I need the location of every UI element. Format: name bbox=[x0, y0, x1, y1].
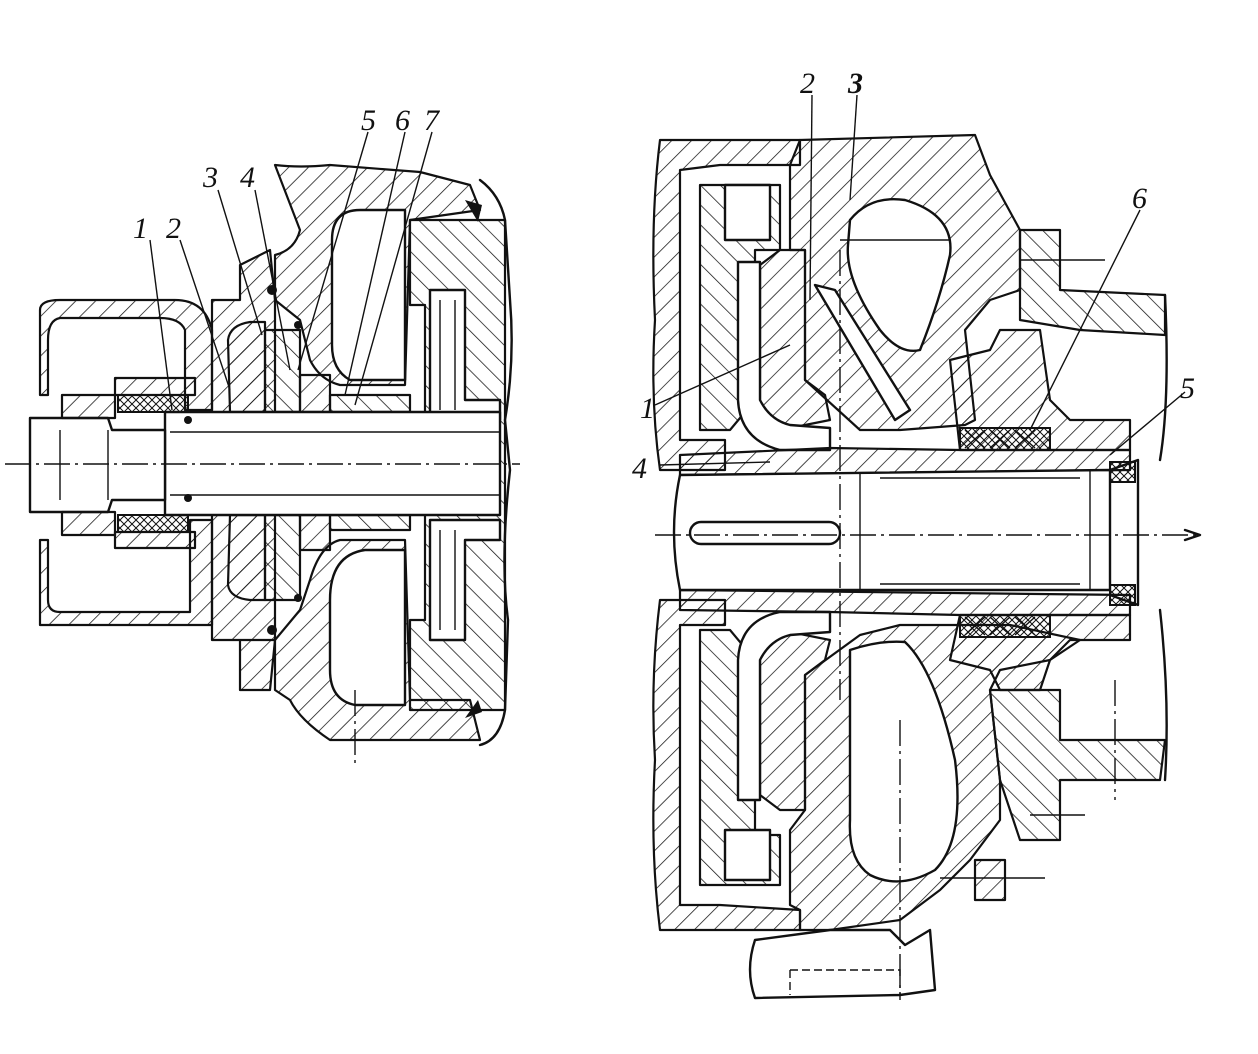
left-seal-packing-bottom bbox=[117, 514, 189, 533]
callout-L7: 7 bbox=[424, 104, 441, 137]
right-base-foot bbox=[748, 928, 937, 1000]
callout-layer: 1 2 3 4 5 6 7 1 2 3 4 5 6 bbox=[133, 67, 1195, 485]
callout-R3: 3 bbox=[847, 67, 863, 100]
left-volute-lower bbox=[328, 548, 407, 707]
left-inlet-nozzle bbox=[28, 416, 167, 514]
left-assembly bbox=[5, 163, 520, 765]
right-packing-rings-bottom bbox=[959, 614, 1051, 638]
callout-R2: 2 bbox=[800, 67, 815, 100]
left-seal-packing-top bbox=[117, 394, 189, 413]
left-cover-slot-bottom bbox=[428, 518, 502, 642]
left-impeller bbox=[226, 320, 267, 414]
left-impeller-lower bbox=[226, 513, 267, 602]
right-shaft-sleeve-bottom bbox=[678, 588, 1132, 617]
right-end-flange-top bbox=[1018, 228, 1167, 337]
right-assembly bbox=[652, 133, 1202, 1000]
right-packing-rings-top bbox=[959, 427, 1051, 451]
right-shaft-keyway bbox=[688, 520, 842, 546]
callout-L2: 2 bbox=[166, 212, 181, 245]
callout-R1: 1 bbox=[640, 392, 655, 425]
right-volute-lower bbox=[848, 640, 959, 883]
callout-R4: 4 bbox=[632, 452, 647, 485]
callout-L1: 1 bbox=[133, 212, 148, 245]
callout-R6: 6 bbox=[1132, 182, 1147, 215]
right-impeller-channel-bottom bbox=[736, 610, 832, 802]
right-end-flange-bottom bbox=[988, 688, 1167, 842]
callout-R5: 5 bbox=[1180, 372, 1195, 405]
callout-L5: 5 bbox=[361, 104, 376, 137]
left-outer-boundary bbox=[478, 178, 513, 747]
left-nut-bottom bbox=[60, 510, 117, 537]
left-housing-upper bbox=[38, 298, 214, 412]
callout-L3: 3 bbox=[202, 161, 218, 194]
right-diagonal-passage bbox=[813, 283, 912, 422]
right-impeller-channel-top bbox=[736, 260, 832, 452]
right-volute-upper bbox=[846, 198, 952, 352]
left-nut-top bbox=[60, 393, 117, 420]
right-shaft bbox=[672, 468, 1112, 592]
callout-L6: 6 bbox=[395, 104, 410, 137]
callout-L4: 4 bbox=[240, 161, 255, 194]
